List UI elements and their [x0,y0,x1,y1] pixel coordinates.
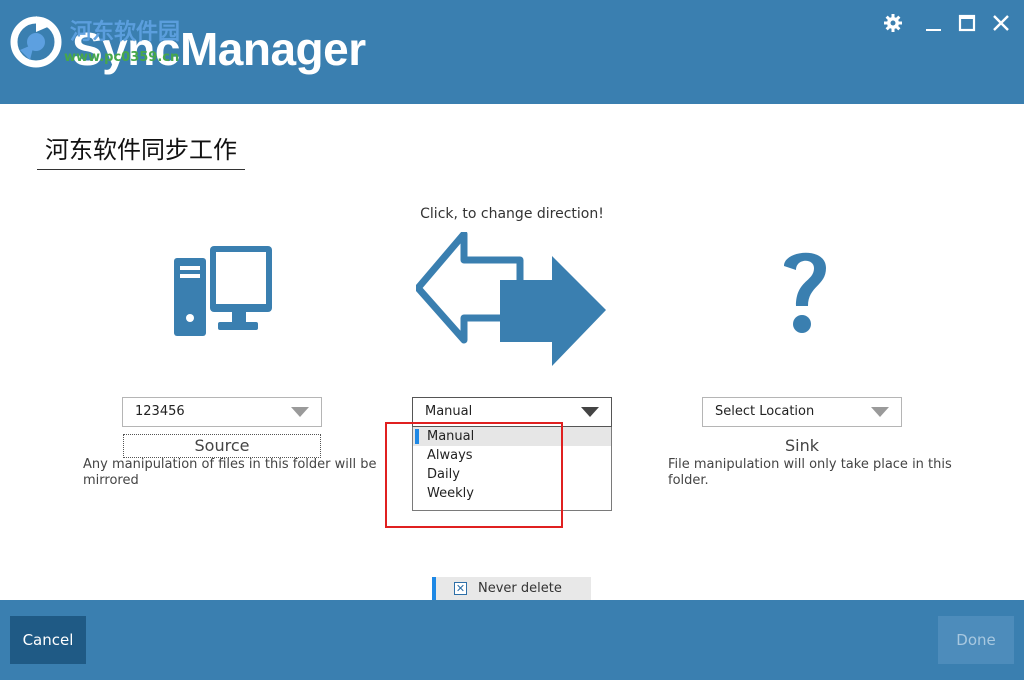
never-delete-files-checkbox[interactable]: ✕ Never delete files [432,577,591,619]
watermark-url: www.pc0359.cn [64,50,180,65]
cancel-button[interactable]: Cancel [10,616,86,664]
sync-mode-option-always[interactable]: Always [413,446,611,465]
settings-button[interactable] [882,12,904,34]
watermark-text: 河东软件园 [70,20,181,45]
option-label: Always [427,448,473,463]
source-computer-icon[interactable] [172,244,274,336]
sink-description-line: folder. [668,473,709,488]
done-button[interactable]: Done [938,616,1014,664]
sync-mode-dropdown-list: Manual Always Daily Weekly [412,427,612,511]
sync-mode-option-daily[interactable]: Daily [413,465,611,484]
gear-icon [884,14,902,32]
sink-unknown-question-icon[interactable] [780,244,830,336]
maximize-icon [958,14,976,32]
sync-mode-value: Manual [425,404,473,419]
source-folder-select[interactable]: 123456 [122,397,322,427]
sink-description: File manipulation will only take place i… [668,457,968,489]
title-bar: SyncManager 河东软件园 www.pc0359.cn [0,0,1024,104]
option-label: Manual [427,429,475,444]
option-label: Daily [427,467,460,482]
app-logo-icon [10,16,62,68]
option-label: Weekly [427,486,474,501]
sink-location-select[interactable]: Select Location [702,397,902,427]
sync-mode-option-manual[interactable]: Manual [413,427,611,446]
source-label: Source [123,434,321,458]
source-description-line: mirrored [83,473,139,488]
footer-bar: Cancel Done [0,600,1024,680]
close-button[interactable] [990,12,1012,34]
sync-mode-select[interactable]: Manual [412,397,612,427]
selection-indicator [415,429,419,444]
close-icon [993,15,1009,31]
chevron-down-icon [581,407,599,417]
app-title: SyncManager [72,23,366,75]
chevron-down-icon [871,407,889,417]
source-description: Any manipulation of files in this folder… [83,457,383,489]
maximize-button[interactable] [956,12,978,34]
sync-mode-option-weekly[interactable]: Weekly [413,484,611,503]
sink-label: Sink [784,436,819,455]
job-name-field[interactable]: 河东软件同步工作 [37,130,245,170]
direction-hint: Click, to change direction! [420,206,604,222]
minimize-button[interactable] [922,12,944,34]
source-description-line: Any manipulation of files in this folder… [83,457,377,472]
minimize-icon [926,29,941,31]
chevron-down-icon [291,407,309,417]
sink-description-line: File manipulation will only take place i… [668,457,952,472]
source-folder-value: 123456 [135,404,185,419]
sink-location-value: Select Location [715,404,815,419]
checkbox-checked-icon: ✕ [454,582,467,595]
sync-direction-arrows-icon[interactable] [416,232,608,368]
